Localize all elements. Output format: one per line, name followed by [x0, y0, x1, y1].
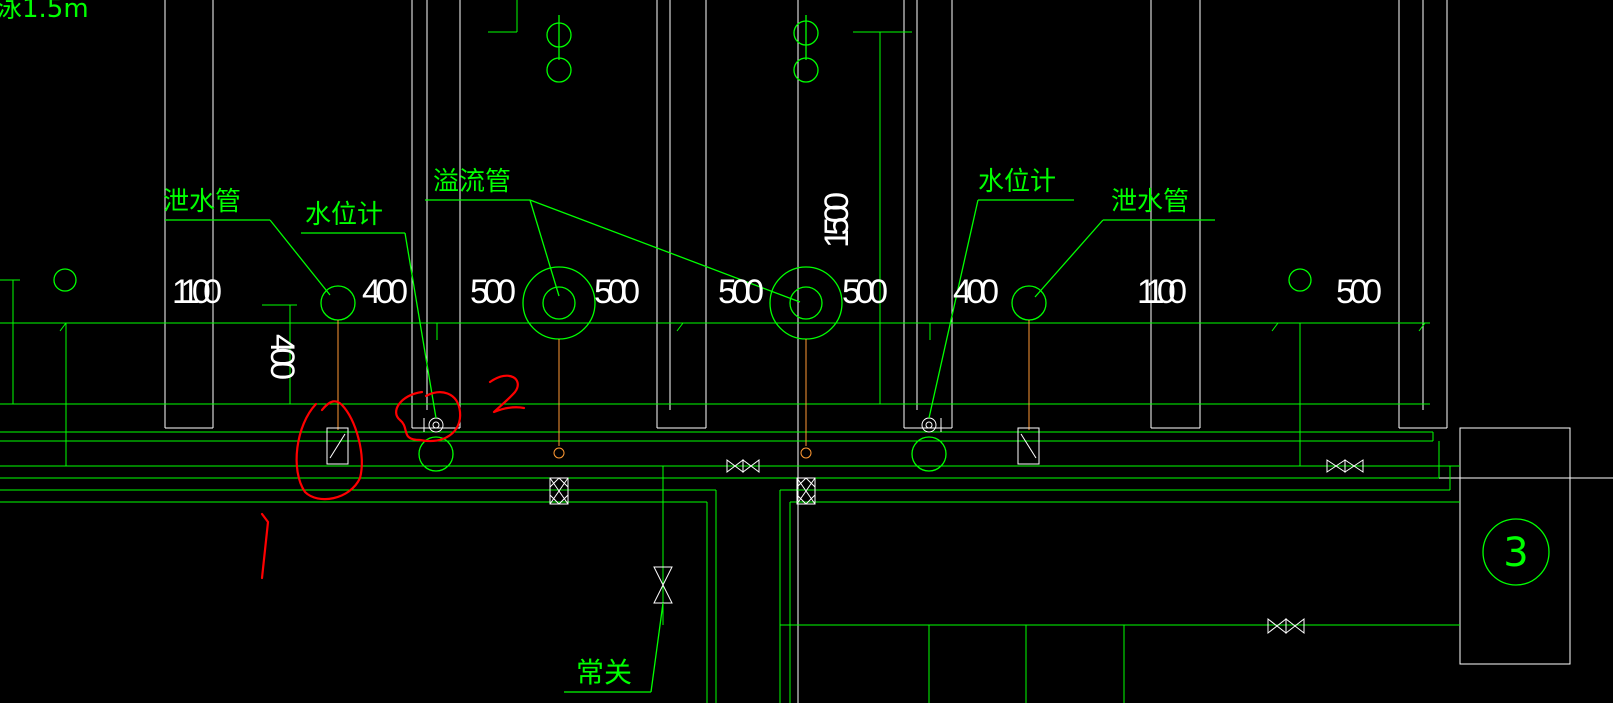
- top-circles: [546, 15, 819, 83]
- riser-symbol: [53, 268, 77, 292]
- gate-valve-symbol: [1326, 459, 1364, 473]
- dim-400-right: 400: [953, 273, 999, 311]
- markup-circle-1: [295, 400, 363, 501]
- tick-mark: [1418, 322, 1426, 332]
- pipe-circle: [911, 436, 947, 472]
- circle-symbol: [793, 57, 819, 83]
- level-gauge-symbol: [925, 421, 933, 429]
- red-markup: [260, 374, 526, 580]
- drain-valve-slash: [1020, 433, 1037, 459]
- drain-valve-symbol: [1017, 427, 1040, 465]
- filter-hatch: [549, 477, 569, 505]
- dim-1500-vertical: 1500: [818, 192, 856, 248]
- dim-500-b: 500: [594, 273, 640, 311]
- riser-end: [553, 447, 565, 459]
- tank-number-marker: 3: [1482, 518, 1550, 586]
- gate-valve-symbol: [1267, 617, 1305, 635]
- level-gauge-left-label: 水位计: [305, 200, 383, 230]
- gate-valve-symbol: [726, 459, 760, 473]
- dim-1100-right: 1100: [1137, 273, 1187, 311]
- leader-line: [529, 199, 560, 297]
- overflow-pipe-inner: [542, 286, 576, 320]
- markup-number-2-stroke: [488, 374, 526, 414]
- tank-number-label: 3: [1503, 530, 1528, 576]
- leader-line: [529, 199, 801, 303]
- drain-valve-symbol: [326, 427, 349, 465]
- normally-closed-label: 常关: [576, 656, 632, 689]
- dim-400-vertical: 400: [263, 334, 301, 380]
- riser-end: [800, 447, 812, 459]
- dim-400-left: 400: [362, 273, 408, 311]
- markup-circle-2: [395, 390, 462, 443]
- leader-line: [928, 199, 979, 419]
- leader-line: [269, 219, 331, 296]
- riser-symbol: [1288, 268, 1312, 292]
- dim-500-right: 500: [1336, 273, 1382, 311]
- tick-mark: [676, 322, 684, 332]
- tank-number-circle: [1482, 518, 1550, 586]
- filter-hatch: [796, 477, 816, 505]
- dim-500-c: 500: [718, 273, 764, 311]
- dimension-lines: [0, 0, 1460, 703]
- drain-pipe-left-label: 泄水管: [163, 187, 241, 217]
- circle-symbol: [546, 57, 572, 83]
- equipment-box: [1459, 427, 1571, 665]
- level-gauge-right-label: 水位计: [978, 167, 1056, 197]
- text-labels: 泳1.5m 泄水管 水位计 溢流管 水位计 泄水管 常关: [0, 0, 1189, 689]
- tick-mark: [59, 322, 67, 332]
- dimension-texts: 1100 400 500 500 500 500 400 1100 500 40…: [172, 192, 1382, 380]
- top-left-fragment-label: 泳1.5m: [0, 0, 89, 24]
- dim-500-d: 500: [842, 273, 888, 311]
- leader-line: [650, 602, 664, 693]
- markup-number-1-stroke: [260, 512, 270, 580]
- dim-1100-left: 1100: [172, 273, 222, 311]
- leader-line: [404, 232, 437, 419]
- overflow-pipe-label: 溢流管: [433, 167, 511, 197]
- circle-symbol: [546, 22, 572, 48]
- dim-500-a: 500: [470, 273, 516, 311]
- level-gauge-symbol: [432, 421, 440, 429]
- pipe-circle: [418, 436, 454, 472]
- drain-valve-slash: [329, 433, 346, 459]
- overflow-pipe-inner: [789, 286, 823, 320]
- tick-mark: [1271, 322, 1279, 332]
- leader-lines: [165, 199, 1215, 693]
- circle-symbol: [793, 20, 819, 46]
- drain-pipe-right-label: 泄水管: [1111, 187, 1189, 217]
- leader-line: [1034, 219, 1104, 298]
